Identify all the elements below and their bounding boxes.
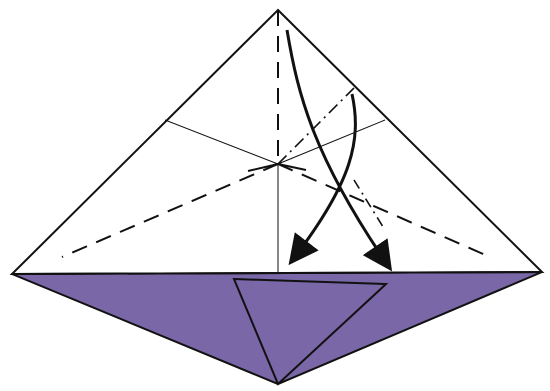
origami-diagram	[0, 0, 550, 391]
